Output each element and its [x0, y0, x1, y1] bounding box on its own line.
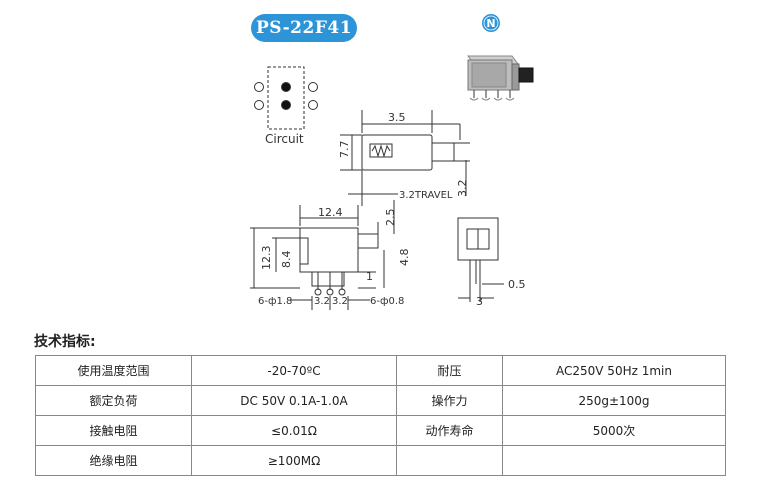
spec-value: AC250V 50Hz 1min: [502, 355, 726, 386]
model-badge: PS-22F41: [251, 14, 357, 42]
spec-value: DC 50V 0.1A-1.0A: [191, 385, 397, 416]
product-photo: [467, 55, 534, 101]
spec-table: 使用温度范围 -20-70ºC 耐压 AC250V 50Hz 1min 额定负荷…: [35, 355, 726, 476]
dim-right-holes: 6-ф0.8: [370, 296, 404, 307]
spec-label: 使用温度范围: [35, 355, 192, 386]
dim-pin-row-height: 1: [366, 270, 373, 283]
dim-side-pitch: 3: [476, 295, 483, 308]
product-figure: PS-22F41 N Circuit: [250, 14, 534, 310]
dim-body-width: 12.4: [318, 206, 343, 219]
dim-left-holes: 6-ф1.8: [258, 296, 292, 307]
spec-label: 动作寿命: [396, 415, 503, 446]
dim-pitch-left: 3.2: [314, 296, 330, 307]
dim-top-width: 3.5: [388, 111, 406, 124]
table-row: 绝缘电阻 ≥100MΩ: [35, 445, 726, 476]
dim-actuator-height: 3.2: [456, 180, 469, 198]
dim-pitch-right: 3.2: [332, 296, 348, 307]
dim-actuator-length: 2.5: [384, 209, 397, 227]
spec-value: 5000次: [502, 415, 726, 446]
spec-value: [502, 445, 726, 476]
dim-pin-height: 4.8: [398, 249, 411, 267]
dim-body-inner-height: 8.4: [280, 251, 293, 269]
spec-value: ≥100MΩ: [191, 445, 397, 476]
spec-value: ≤0.01Ω: [191, 415, 397, 446]
dim-body-height: 12.3: [260, 246, 273, 271]
spec-label: 耐压: [396, 355, 503, 386]
spec-section-title: 技术指标:: [34, 334, 96, 350]
logo-letter: N: [486, 17, 495, 30]
circuit-label: Circuit: [265, 132, 304, 146]
spec-label: 操作力: [396, 385, 503, 416]
dim-pin-thickness: 0.5: [508, 278, 526, 291]
top-view-drawing: 3.5 7.7 3.2 3.2TRAVEL: [338, 110, 470, 206]
dim-travel: 3.2TRAVEL: [399, 190, 453, 201]
table-row: 接触电阻 ≤0.01Ω 动作寿命 5000次: [35, 415, 726, 446]
spec-value: 250g±100g: [502, 385, 726, 416]
table-row: 使用温度范围 -20-70ºC 耐压 AC250V 50Hz 1min: [35, 355, 726, 386]
circuit-diagram: Circuit: [254, 66, 318, 146]
spec-label: 额定负荷: [35, 385, 192, 416]
technical-drawing: Circuit 3.5 7.7: [250, 55, 534, 310]
dim-top-height: 7.7: [338, 141, 351, 159]
spec-value: -20-70ºC: [191, 355, 397, 386]
spec-label: 绝缘电阻: [35, 445, 192, 476]
brand-logo-icon: N: [482, 14, 500, 32]
spec-label: 接触电阻: [35, 415, 192, 446]
table-row: 额定负荷 DC 50V 0.1A-1.0A 操作力 250g±100g: [35, 385, 726, 416]
front-view-drawing: 12.4 2.5 12.3 8.4 4.8 1 6-ф1.8 3.2 3.2 6…: [250, 200, 411, 310]
spec-label: [396, 445, 503, 476]
side-view-drawing: 3 0.5: [457, 217, 526, 308]
